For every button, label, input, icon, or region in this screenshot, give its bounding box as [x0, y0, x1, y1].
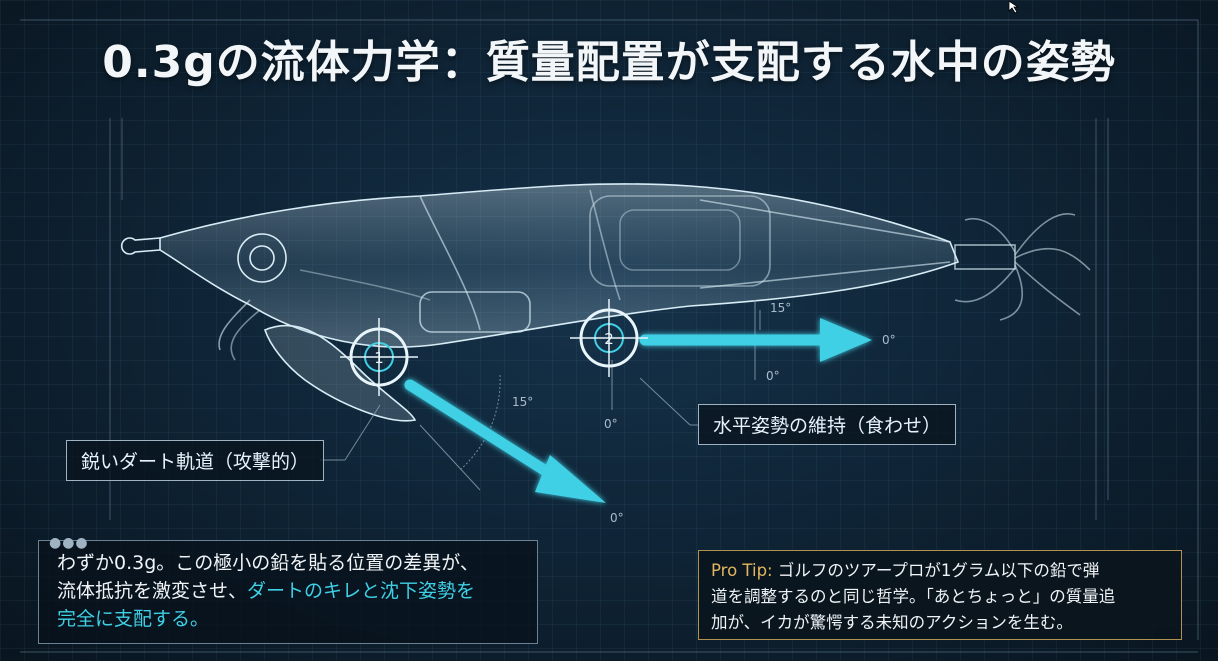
dart-trajectory-label: 鋭いダート軌道（攻撃的）	[66, 440, 325, 481]
angle-0-arrow-end: 0°	[882, 333, 896, 347]
page-title: 0.3gの流体力学：質量配置が支配する水中の姿勢	[102, 37, 1116, 88]
horizontal-arrow	[639, 318, 872, 362]
info-line-2-plain: 流体抵抗を激変させ、	[57, 580, 248, 602]
info-line-3: 完全に支配する。	[57, 608, 210, 630]
pro-tip-panel: Pro Tip: ゴルフのツアープロが1グラム以下の鉛で弾 道を調整するのと同じ…	[698, 550, 1182, 640]
angle-0-bottom: 0°	[610, 511, 624, 525]
angle-0-center: 0°	[604, 417, 618, 431]
angle-0-right: 0°	[766, 369, 780, 383]
marker-2: 2	[570, 299, 648, 377]
info-panel: ●●● わずか0.3g。この極小の鉛を貼る位置の差異が、 流体抵抗を激変させ、ダ…	[38, 535, 538, 644]
tip-line-1-text: ゴルフのツアープロが1グラム以下の鉛で弾	[777, 561, 1100, 580]
panel-dots-icon: ●●●	[49, 535, 89, 551]
tip-line-1: Pro Tip: ゴルフのツアープロが1グラム以下の鉛で弾	[711, 558, 1169, 584]
info-line-2: 流体抵抗を激変させ、ダートのキレと沈下姿勢を	[57, 577, 537, 605]
tip-line-3: 加が、イカが驚愕する未知のアクションを生む。	[711, 613, 1073, 632]
mouse-cursor-icon	[1008, 0, 1020, 14]
dart-arrow	[404, 379, 606, 503]
frame-lines	[20, 19, 1199, 653]
horizontal-posture-label: 水平姿勢の維持（食わせ）	[698, 404, 957, 445]
marker-2-number: 2	[604, 330, 614, 348]
info-line-1: わずか0.3g。この極小の鉛を貼る位置の差異が、	[57, 552, 479, 574]
tip-line-2: 道を調整するのと同じ哲学。「あとちょっと」の質量追	[711, 587, 1116, 606]
squid-jig-body	[120, 183, 1091, 422]
marker-1-number: 1	[374, 349, 384, 367]
angle-15-right: 15°	[770, 301, 791, 315]
marker-1: 1	[340, 318, 418, 396]
pro-tip-label: Pro Tip:	[711, 561, 773, 580]
info-line-2-accent: ダートのキレと沈下姿勢を	[247, 580, 476, 602]
angle-15-left: 15°	[512, 395, 533, 409]
